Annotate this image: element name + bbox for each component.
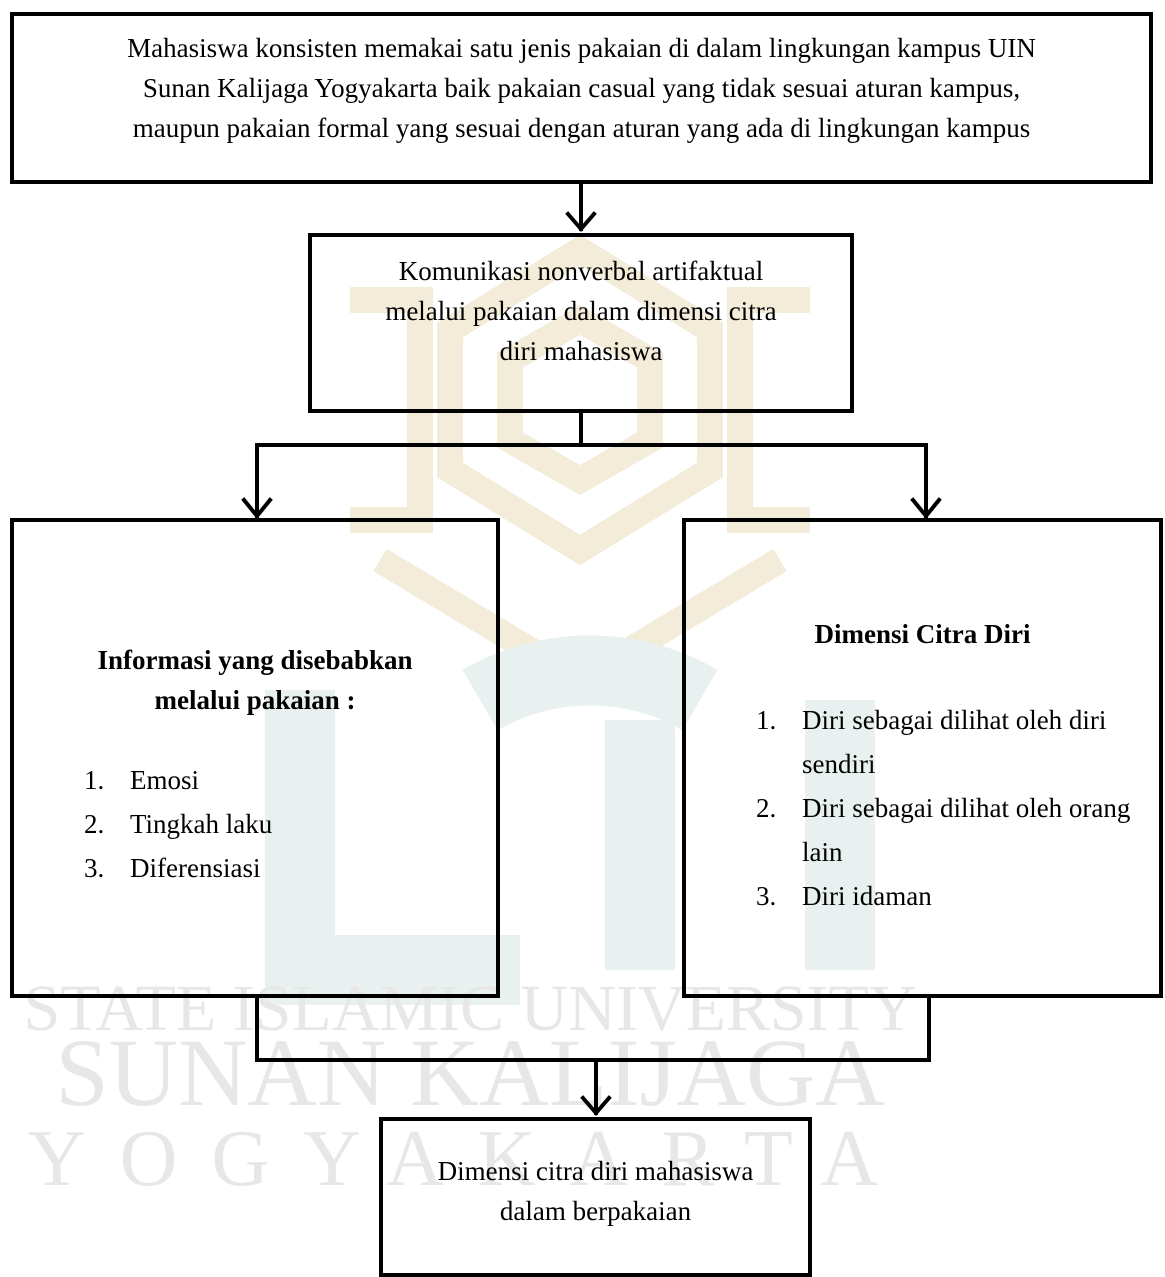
box-bottom-text: Dimensi citra diri mahasiswa dalam berpa… (383, 1151, 808, 1231)
box-top-text: Mahasiswa konsisten memakai satu jenis p… (14, 28, 1149, 148)
arrowhead-to-right (910, 497, 942, 520)
box-right-heading: Dimensi Citra Diri (814, 619, 1031, 649)
box-middle-line-3: diri mahasiswa (499, 336, 663, 366)
box-bottom-result: Dimensi citra diri mahasiswa dalam berpa… (379, 1117, 812, 1277)
box-left-heading-line-1: Informasi yang disebabkan (97, 645, 413, 675)
list-item-number: 3. (756, 881, 777, 911)
list-item-number: 1. (84, 765, 105, 795)
box-left-list: 1. Emosi 2. Tingkah laku 3. Diferensiasi (84, 758, 272, 890)
box-top-line-3: maupun pakaian formal yang sesuai dengan… (132, 113, 1031, 143)
box-bottom-line-1: Dimensi citra diri mahasiswa (437, 1156, 754, 1186)
watermark-text: STATE ISLAMIC UNIVERSITY SUNAN KALIJAGA … (23, 972, 916, 1203)
box-left-heading: Informasi yang disebabkan melalui pakaia… (14, 640, 496, 720)
box-top-line-2: Sunan Kalijaga Yogyakarta baik pakaian c… (142, 73, 1021, 103)
watermark-line1: STATE ISLAMIC UNIVERSITY (23, 972, 916, 1045)
watermark-line2: SUNAN KALIJAGA (55, 1019, 884, 1126)
list-item: 1. Emosi (84, 758, 272, 802)
box-top-line-1: Mahasiswa konsisten memakai satu jenis p… (127, 33, 1036, 63)
box-middle-line-2: melalui pakaian dalam dimensi citra (385, 296, 777, 326)
list-item-number: 1. (756, 705, 777, 735)
box-right-list: 1. Diri sebagai dilihat oleh diri sendir… (756, 698, 1132, 918)
box-middle-communication: Komunikasi nonverbal artifaktual melalui… (308, 233, 854, 413)
list-item-text: Diri sebagai dilihat oleh orang lain (802, 793, 1131, 867)
list-item-text: Emosi (130, 765, 200, 795)
list-item-text: Tingkah laku (130, 809, 273, 839)
box-left-heading-line-2: melalui pakaian : (154, 685, 356, 715)
list-item-text: Diferensiasi (130, 853, 261, 883)
list-item: 1. Diri sebagai dilihat oleh diri sendir… (756, 698, 1132, 786)
watermark-uin-shape-icon (265, 635, 875, 1005)
list-item: 3. Diri idaman (756, 874, 1132, 918)
box-right-self-image: Dimensi Citra Diri 1. Diri sebagai dilih… (682, 518, 1163, 998)
list-item-text: Diri sebagai dilihat oleh diri sendiri (802, 705, 1107, 779)
box-middle-line-1: Komunikasi nonverbal artifaktual (398, 256, 764, 286)
list-item: 3. Diferensiasi (84, 846, 272, 890)
list-item-number: 3. (84, 853, 105, 883)
box-top-statement: Mahasiswa konsisten memakai satu jenis p… (10, 12, 1153, 184)
box-bottom-line-2: dalam berpakaian (499, 1196, 692, 1226)
box-middle-text: Komunikasi nonverbal artifaktual melalui… (312, 251, 850, 371)
list-item-number: 2. (756, 793, 777, 823)
watermark-line3: YOGYAKARTA (28, 1115, 912, 1203)
arrowhead-to-left (241, 497, 273, 520)
list-item: 2. Tingkah laku (84, 802, 272, 846)
list-item-number: 2. (84, 809, 105, 839)
list-item: 2. Diri sebagai dilihat oleh orang lain (756, 786, 1132, 874)
box-left-information: Informasi yang disebabkan melalui pakaia… (10, 518, 500, 998)
arrowhead-to-bottom (580, 1095, 612, 1117)
arrowhead-top-to-mid (565, 211, 597, 233)
list-item-text: Diri idaman (802, 881, 932, 911)
